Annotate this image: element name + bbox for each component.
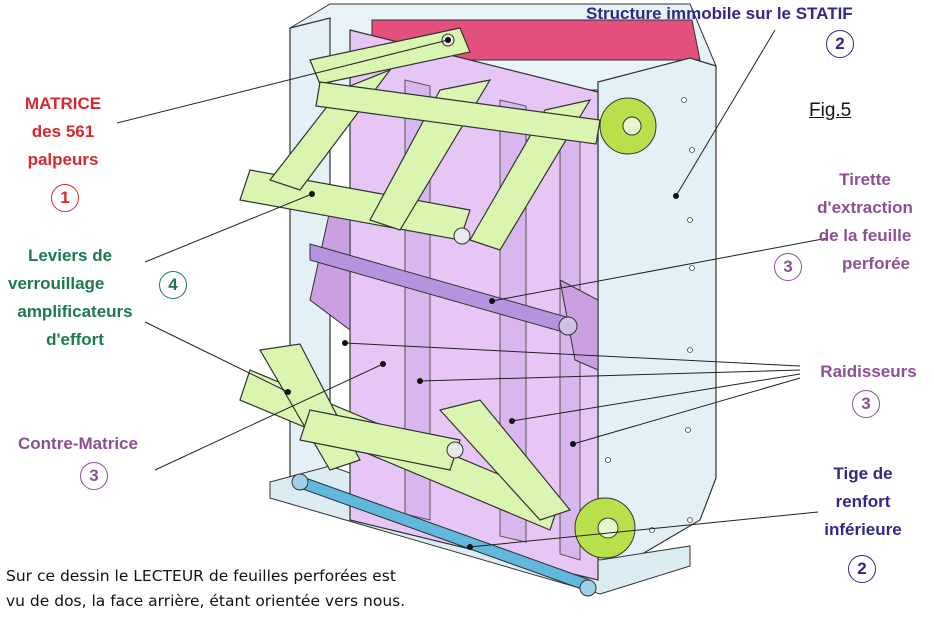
upper-levers [239,27,601,251]
label-leviers: Leviers de verrouillage amplificateurs d… [8,246,133,349]
leader-dots [285,37,679,550]
label-tirette: Tirette d'extraction de la feuille perfo… [817,170,913,273]
upper-boss-hole [622,116,642,136]
badge-structure: 2 [826,30,854,58]
tie-bar-nut-left [291,473,309,491]
tie-bar-nut-right [579,579,597,597]
figure-number: Fig.5 [809,100,852,121]
lower-boss-hole [597,517,619,539]
badge-contre-matrice: 3 [80,462,108,490]
badge-leviers: 4 [159,271,187,299]
lower-levers [239,343,572,531]
caption: Sur ce dessin le LECTEUR de feuilles per… [6,564,405,614]
frame-holes [605,97,695,533]
label-raidisseurs: Raidisseurs [820,362,917,381]
badge-matrice: 1 [51,184,79,212]
badge-tirette: 3 [774,253,802,281]
label-structure: Structure immobile sur le STATIF [586,4,853,23]
badge-tige: 2 [848,555,876,583]
leader-lines [116,29,829,548]
label-contre-matrice: Contre-Matrice [18,434,138,453]
label-tige: Tige de renfort inférieure [824,464,902,539]
label-matrice: MATRICE des 561 palpeurs [24,94,102,169]
rod-end-nut [558,316,578,336]
badge-raidisseurs: 3 [852,390,880,418]
caption-line-2: vu de dos, la face arrière, étant orient… [6,592,406,610]
caption-line-1: Sur ce dessin le LECTEUR de feuilles per… [6,567,396,585]
